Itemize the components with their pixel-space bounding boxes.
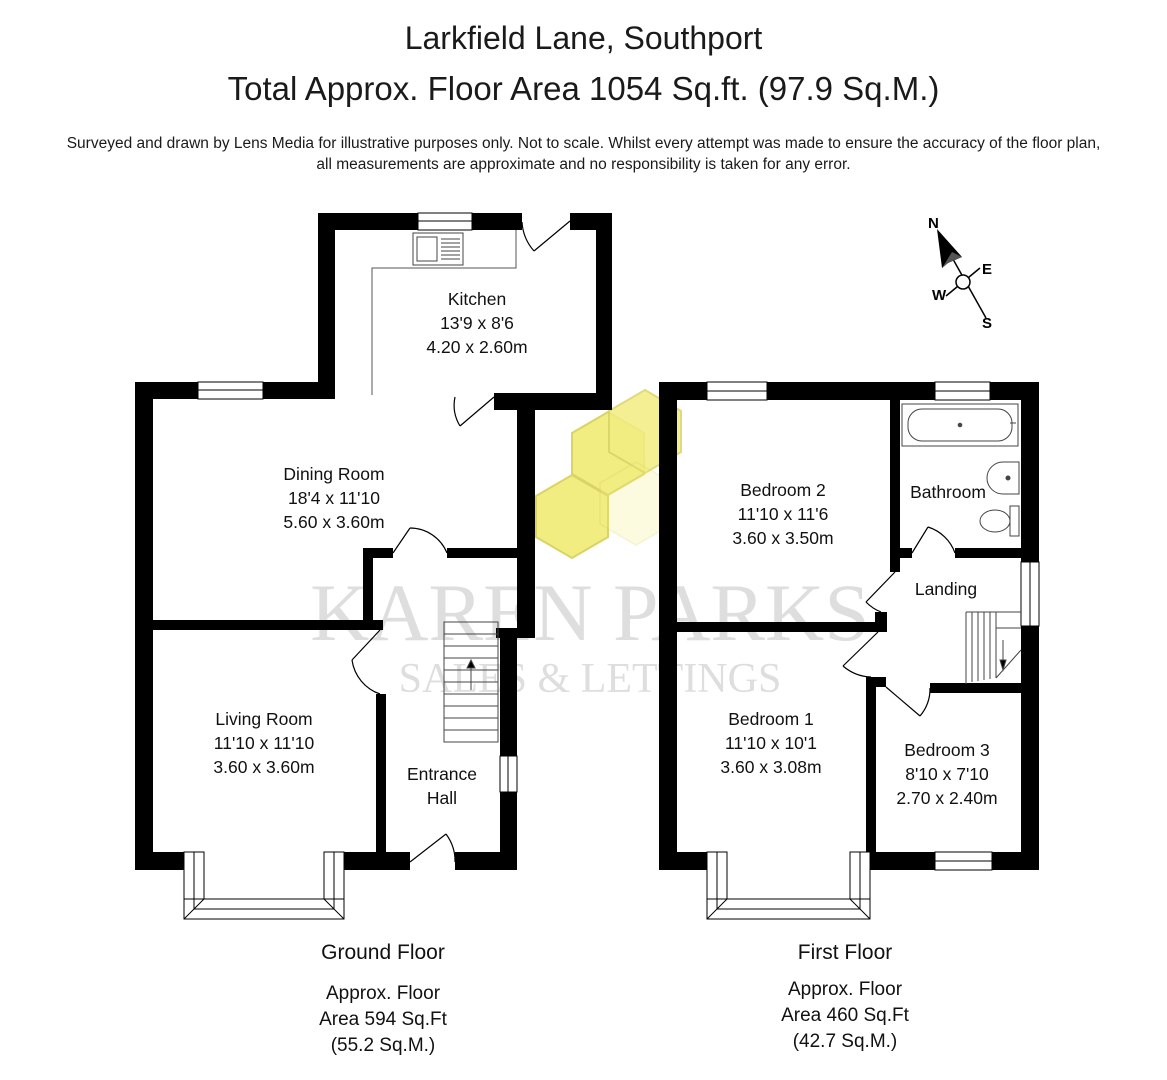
wall [767, 382, 935, 400]
sink-icon [412, 232, 464, 266]
front-door [409, 833, 456, 863]
total-area: Total Approx. Floor Area 1054 Sq.ft. (97… [227, 70, 940, 107]
ground-floor-label: Ground Floor [321, 941, 445, 964]
bathtub-icon [901, 403, 1019, 447]
bedroom-1-imperial: 11'10 x 10'1 [725, 733, 817, 753]
wall [500, 628, 517, 756]
wall [850, 852, 935, 870]
dining-room-imperial: 18'4 x 11'10 [288, 488, 380, 508]
wall [324, 852, 410, 870]
ground-floor-area-line-2: Area 594 Sq.Ft [319, 1009, 448, 1030]
wall [472, 213, 522, 230]
entrance-hall-name-2: Hall [427, 788, 457, 808]
wall [890, 400, 900, 552]
bedroom-2-imperial: 11'10 x 11'6 [738, 504, 829, 524]
wall [376, 694, 386, 864]
wall [955, 548, 1021, 558]
staircase [443, 621, 499, 743]
entrance-hall-name-1: Entrance [407, 764, 477, 784]
wall [890, 552, 900, 572]
compass-s: S [982, 315, 992, 332]
wall [659, 852, 707, 870]
wall [318, 213, 335, 398]
bay-window [183, 851, 345, 920]
door [453, 396, 495, 427]
wall [890, 548, 912, 558]
dining-room-name: Dining Room [283, 464, 384, 484]
wall [596, 213, 612, 410]
wall [500, 792, 517, 870]
first-floor-plan: Bedroom 2 11'10 x 11'6 3.60 x 3.50m Bath… [659, 381, 1040, 1052]
wall [517, 393, 535, 638]
wall [677, 622, 882, 632]
wall [494, 393, 612, 410]
bedroom-2-name: Bedroom 2 [740, 480, 826, 500]
bay-window [706, 851, 871, 920]
door [521, 220, 571, 252]
wall [363, 548, 393, 558]
compass-e: E [982, 261, 992, 278]
wall [1021, 382, 1039, 562]
compass-n: N [928, 215, 939, 232]
bedroom-2-metric: 3.60 x 3.50m [732, 528, 833, 548]
plan-title: Larkfield Lane, Southport [404, 20, 763, 56]
bedroom-3-imperial: 8'10 x 7'10 [905, 764, 989, 784]
ground-floor-plan: Kitchen 13'9 x 8'6 4.20 x 2.60m Dining R… [135, 212, 612, 1056]
compass-w: W [932, 287, 947, 304]
landing-name: Landing [915, 579, 977, 599]
wall [1021, 626, 1039, 870]
kitchen-imperial: 13'9 x 8'6 [440, 313, 514, 333]
ground-floor-area-line-3: (55.2 Sq.M.) [331, 1035, 436, 1056]
door [865, 571, 896, 613]
wall [363, 548, 373, 630]
dining-room-metric: 5.60 x 3.60m [283, 512, 384, 532]
living-room-metric: 3.60 x 3.60m [213, 757, 314, 777]
kitchen-name: Kitchen [448, 289, 506, 309]
watermark-brand: KAREN PARKS [310, 567, 870, 658]
kitchen-metric: 4.20 x 2.60m [426, 337, 527, 357]
wall [263, 382, 335, 399]
wall [866, 677, 886, 687]
bedroom-3-metric: 2.70 x 2.40m [896, 788, 997, 808]
door [885, 686, 931, 717]
first-floor-area-line-2: Area 460 Sq.Ft [781, 1005, 910, 1026]
kitchen-worktop [371, 230, 517, 395]
door [392, 527, 448, 554]
staircase [965, 611, 1022, 684]
wall [135, 382, 153, 870]
bedroom-1-metric: 3.60 x 3.08m [720, 757, 821, 777]
wall [135, 852, 184, 870]
watermark-tagline: SALES & LETTINGS [399, 656, 782, 702]
disclaimer-line-1: Surveyed and drawn by Lens Media for ill… [66, 135, 1101, 152]
bedroom-3-name: Bedroom 3 [904, 740, 990, 760]
wall [930, 683, 1021, 693]
disclaimer: Surveyed and drawn by Lens Media for ill… [0, 133, 1167, 175]
wall [659, 382, 677, 870]
door [842, 631, 879, 678]
wall [866, 677, 876, 870]
basin-icon [986, 461, 1020, 495]
compass-icon: N E W S [928, 215, 992, 332]
wall [992, 852, 1039, 870]
wall [447, 548, 520, 558]
wall [153, 620, 383, 630]
toilet-icon [979, 505, 1020, 537]
door [351, 629, 381, 695]
wall [455, 852, 517, 870]
hexagon-logo-icon [535, 388, 682, 560]
wall [318, 213, 418, 230]
bedroom-1-name: Bedroom 1 [728, 709, 814, 729]
door [911, 526, 956, 554]
watermark: KAREN PARKS SALES & LETTINGS [310, 388, 870, 702]
disclaimer-line-2: all measurements are approximate and no … [316, 156, 851, 173]
living-room-name: Living Room [215, 709, 312, 729]
first-floor-area-line-3: (42.7 Sq.M.) [793, 1031, 898, 1052]
first-floor-label: First Floor [798, 941, 893, 964]
living-room-imperial: 11'10 x 11'10 [214, 733, 315, 753]
ground-floor-area-line-1: Approx. Floor [326, 983, 441, 1004]
bathroom-name: Bathroom [910, 482, 986, 502]
first-floor-area-line-1: Approx. Floor [788, 979, 903, 1000]
